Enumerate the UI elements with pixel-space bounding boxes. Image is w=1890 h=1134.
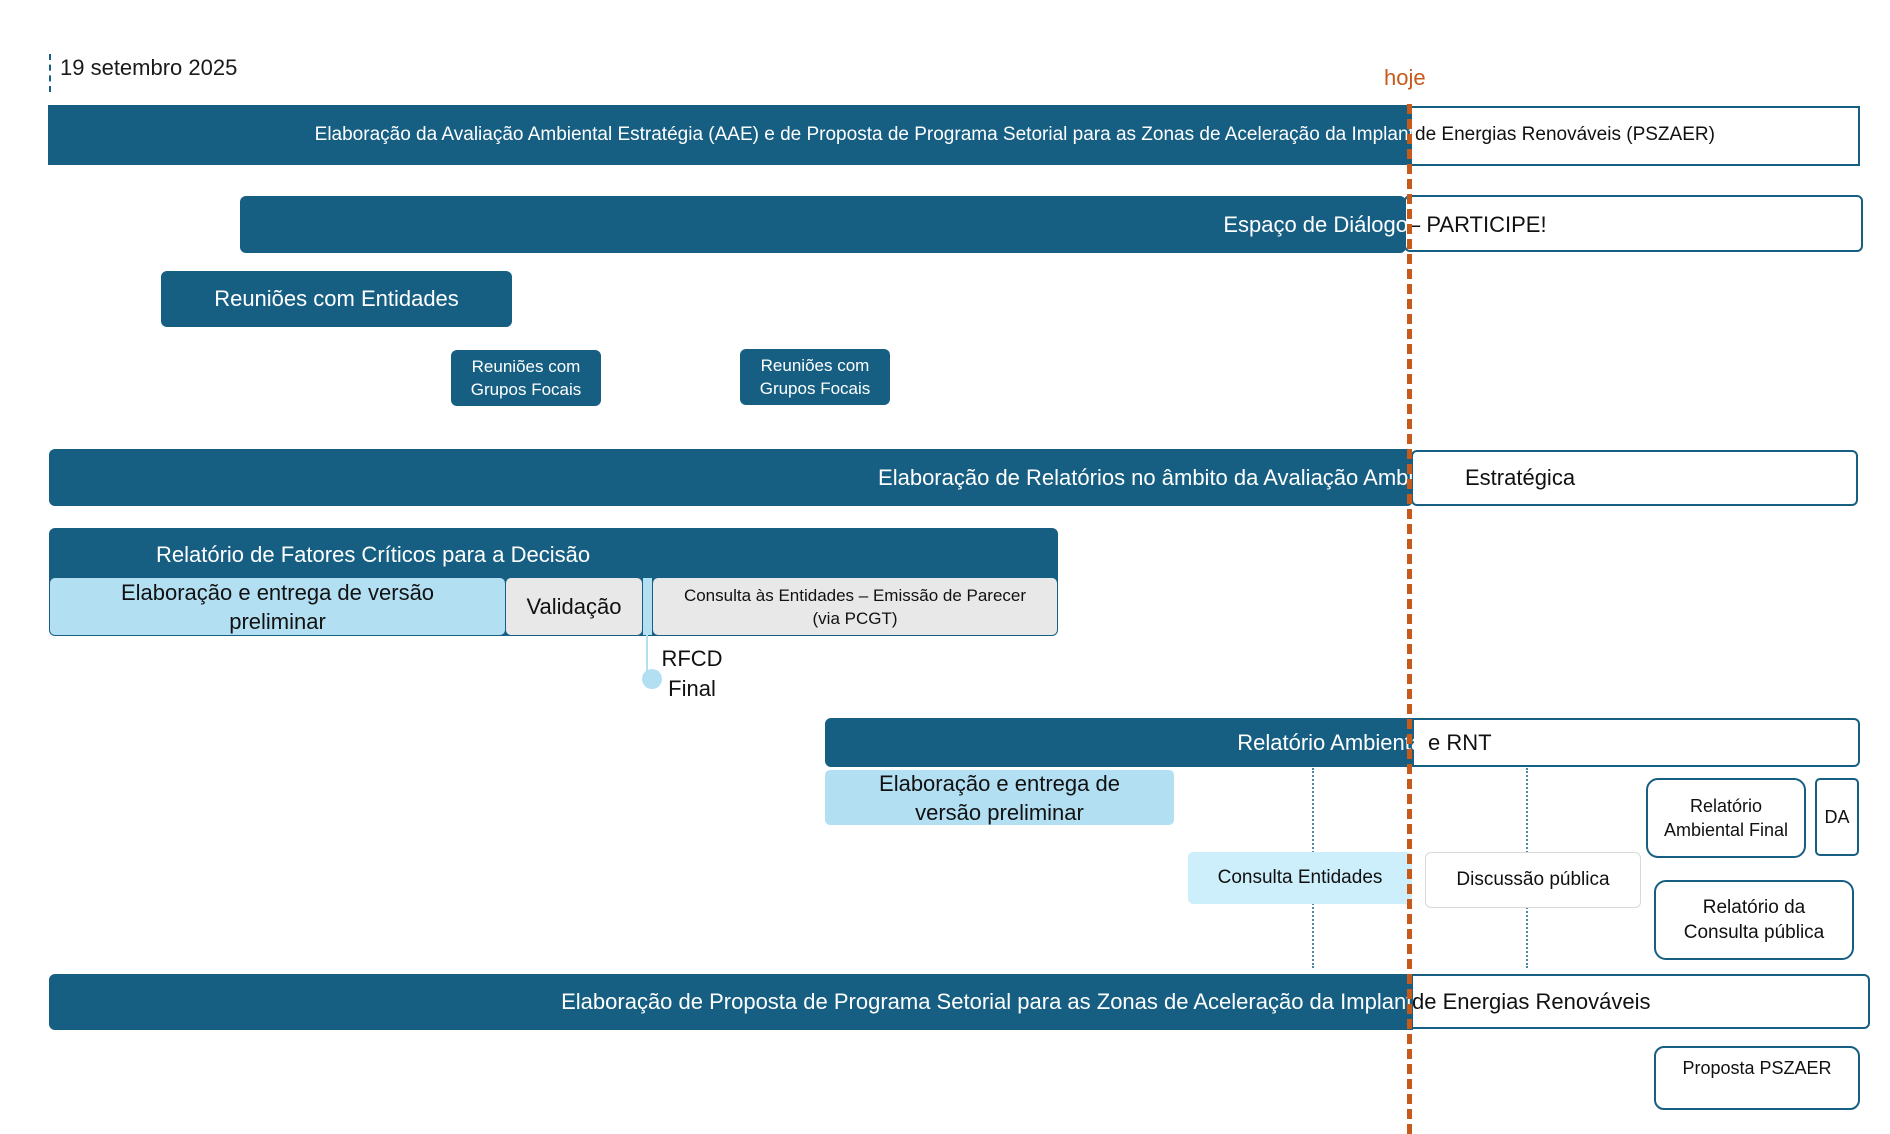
bar-espaco-dialogo-right-text: – PARTICIPE! [1408,211,1547,237]
today-label: hoje [1384,65,1426,90]
bar-ra-rnt-future [1412,718,1860,767]
rfcd-milestone-stem [646,635,648,677]
ra-elaboracao: Elaboração e entrega de versão prelimina… [825,770,1174,825]
bar-relatorios-aae-future [1411,450,1858,506]
rfcd-elaboracao-line1: Elaboração e entrega de versão [120,579,435,605]
bar-aae-pszaer-right-text: de Energias Renováveis (PSZAER) [1415,124,1715,145]
bar-proposta-future [1411,974,1870,1029]
bar-espaco-dialogo-left-text: Espaço de Diálogo [1223,211,1408,237]
bar-ra-rnt-left-text: Relatório Ambiental [1237,729,1428,755]
bar-espaco-dialogo [240,196,1406,253]
rfcd-milestone-line1: RFCD [661,646,723,671]
rfcd-consulta: Consulta às Entidades – Emissão de Parec… [653,578,1057,635]
rfcd-consulta-line1: Consulta às Entidades – Emissão de Parec… [683,585,1027,605]
ra-relatorio-consulta: Relatório da Consulta pública [1654,880,1854,960]
ra-elaboracao-line2: versão preliminar [915,799,1084,825]
ra-relatorio-consulta-line1: Relatório da [1702,897,1806,918]
ra-discussao-publica: Discussão pública [1425,852,1641,908]
grupos-focais-2-line1: Reuniões com [760,356,870,375]
today-marker-line [1407,104,1412,1134]
date-tick [49,54,51,92]
rfcd-milestone-label: RFCD Final [652,644,732,704]
ra-relatorio-consulta-line2: Consulta pública [1683,922,1825,943]
bar-ra-rnt-text: Relatório Ambiental e RNT [825,718,1860,767]
grupos-focais-1-line2: Grupos Focais [470,380,582,399]
date-label: 19 setembro 2025 [60,55,238,80]
rfcd-elaboracao: Elaboração e entrega de versão prelimina… [50,578,505,635]
bar-espaco-dialogo-text: Espaço de Diálogo – PARTICIPE! [240,196,1863,253]
ra-relatorio-final: Relatório Ambiental Final [1646,778,1806,858]
bar-aae-pszaer [48,105,1412,165]
rfcd-title: Relatório de Fatores Críticos para a Dec… [156,542,591,567]
grupos-focais-1-line1: Reuniões com [471,357,581,376]
bar-aae-pszaer-left-text: Elaboração da Avaliação Ambiental Estrat… [314,124,1455,145]
rfcd-milestone-marker [643,578,652,635]
bar-relatorios-aae [49,449,1413,506]
bar-relatorios-aae-text: Elaboração de Relatórios no âmbito da Av… [49,449,1858,506]
ra-elaboracao-line1: Elaboração e entrega de [879,770,1120,796]
bar-proposta-right-text: de Energias Renováveis [1412,989,1651,1014]
bar-relatorios-aae-right-text: Estratégica [1465,464,1576,490]
bar-ra-rnt [825,718,1413,767]
bar-proposta-left-text: Elaboração de Proposta de Programa Setor… [561,989,1460,1014]
rfcd-consulta-line2: (via PCGT) [812,608,898,628]
ra-consulta-entidades: Consulta Entidades [1188,852,1412,904]
bar-proposta-text: Elaboração de Proposta de Programa Setor… [49,974,1870,1030]
bar-proposta [49,974,1413,1030]
ra-relatorio-final-line2: Ambiental Final [1663,820,1789,840]
proposta-pszaer-final: Proposta PSZAER [1654,1046,1860,1110]
bar-aae-pszaer-future [1410,106,1860,166]
bar-reunioes-entidades: Reuniões com Entidades [161,271,512,327]
ra-da: DA [1815,778,1859,856]
grupos-focais-2-line2: Grupos Focais [759,379,871,398]
bar-grupos-focais-2: Reuniões com Grupos Focais [740,349,890,405]
rfcd-milestone-dot [642,669,662,689]
rfcd-validacao: Validação [506,578,642,635]
rfcd-elaboracao-line2: preliminar [229,608,326,634]
ra-relatorio-final-line1: Relatório [1689,796,1763,816]
bar-espaco-dialogo-future [1404,195,1863,252]
bar-aae-pszaer-text: Elaboração da Avaliação Ambiental Estrat… [48,105,1860,165]
bar-ra-rnt-right-text: e RNT [1428,729,1492,755]
rfcd-milestone-line2: Final [668,676,716,701]
bar-relatorios-aae-left-text: Elaboração de Relatórios no âmbito da Av… [878,464,1461,490]
bar-grupos-focais-1: Reuniões com Grupos Focais [451,350,601,406]
